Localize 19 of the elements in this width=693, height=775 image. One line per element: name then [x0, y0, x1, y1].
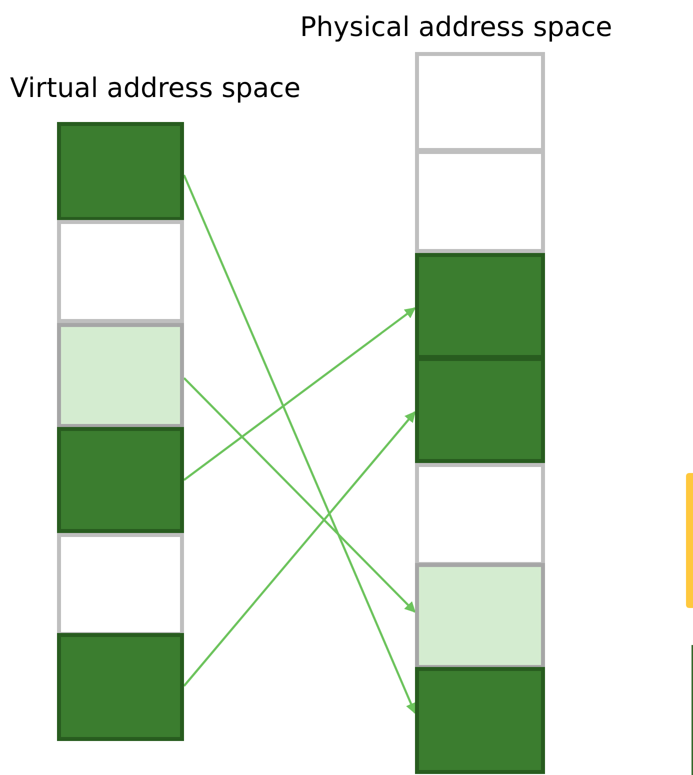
memory-block — [415, 357, 545, 463]
memory-block — [415, 563, 545, 669]
memory-block — [57, 122, 184, 221]
memory-block — [415, 463, 545, 566]
memory-block — [57, 323, 184, 428]
memory-block — [57, 427, 184, 533]
memory-block — [415, 150, 545, 253]
memory-block — [57, 633, 184, 741]
memory-block — [57, 533, 184, 636]
memory-block — [415, 253, 545, 359]
arrow — [183, 411, 416, 687]
arrow — [182, 174, 416, 714]
arrow — [183, 307, 416, 481]
memory-block — [415, 52, 545, 152]
column-heading: Physical address space — [300, 12, 612, 43]
arrow — [183, 377, 416, 613]
column-heading: Virtual address space — [10, 73, 301, 104]
memory-block — [57, 220, 184, 323]
memory-block — [415, 667, 545, 774]
